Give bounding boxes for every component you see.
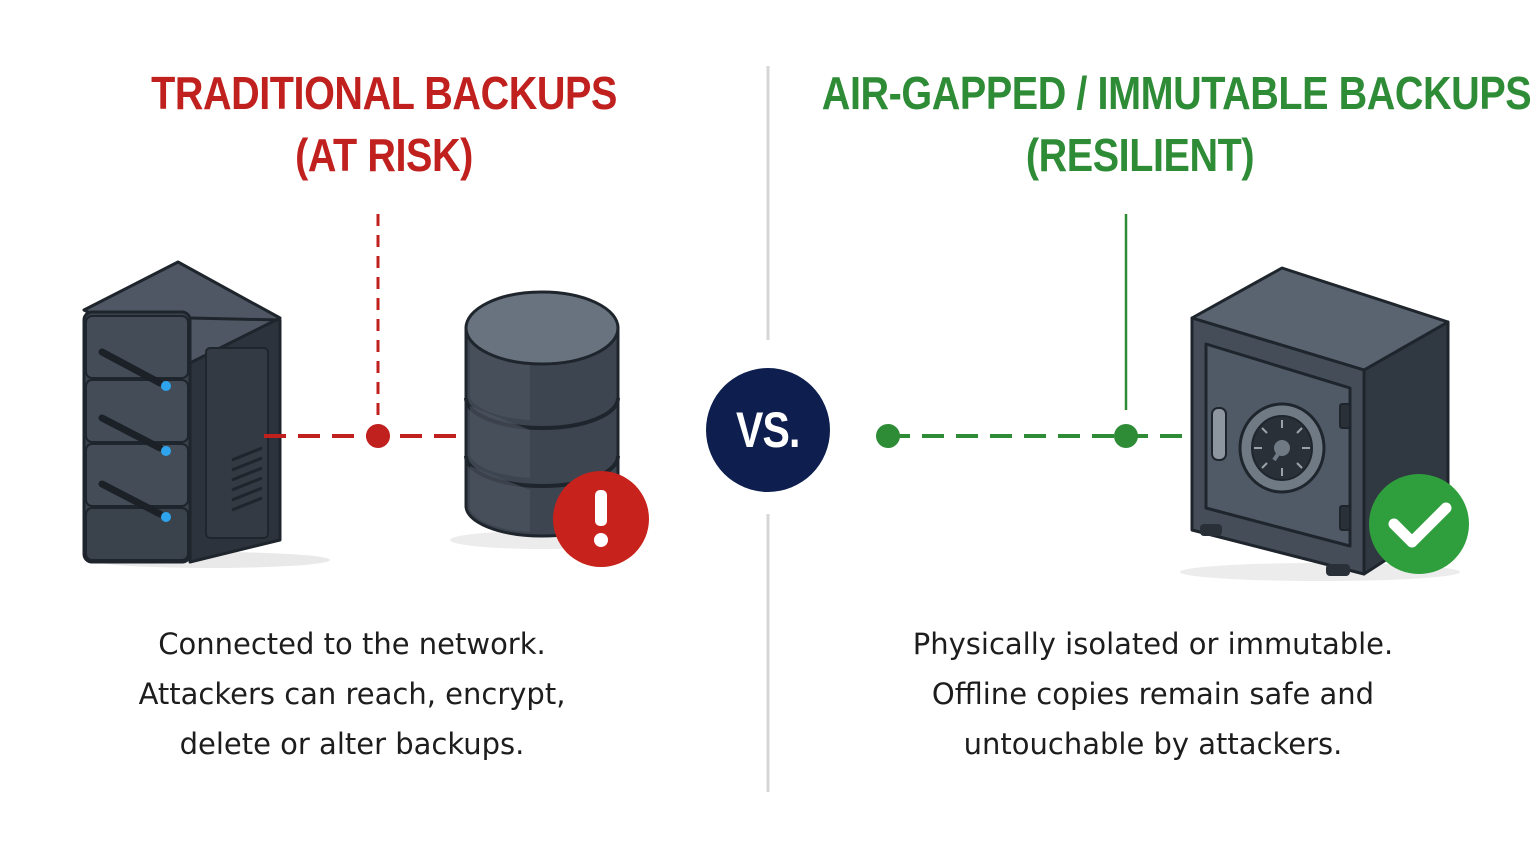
left-title-line-1: TRADITIONAL BACKUPS xyxy=(151,67,617,119)
right-air-gap-connection xyxy=(876,214,1190,448)
right-title-line-1: AIR-GAPPED / IMMUTABLE BACKUPS xyxy=(821,67,1532,119)
left-desc-line-1: Connected to the network. xyxy=(158,627,546,661)
right-desc-line-3: untouchable by attackers. xyxy=(963,727,1343,761)
right-title-line-2: (RESILIENT) xyxy=(1025,129,1255,181)
left-title-line-2: (AT RISK) xyxy=(295,129,473,181)
checkmark-icon xyxy=(1369,474,1469,574)
left-network-connection xyxy=(264,214,472,448)
right-desc-line-2: Offline copies remain safe and xyxy=(931,677,1375,711)
left-desc-line-2: Attackers can reach, encrypt, xyxy=(138,677,566,711)
vs-label: VS. xyxy=(736,402,800,458)
left-desc-line-3: delete or alter backups. xyxy=(179,727,525,761)
right-panel-title: AIR-GAPPED / IMMUTABLE BACKUPS (RESILIEN… xyxy=(821,62,1532,186)
right-panel-description: Physically isolated or immutable. Offlin… xyxy=(853,619,1453,769)
right-desc-line-1: Physically isolated or immutable. xyxy=(912,627,1394,661)
exclamation-icon xyxy=(553,471,649,567)
left-panel-description: Connected to the network. Attackers can … xyxy=(52,619,652,769)
server-rack-icon xyxy=(82,260,330,568)
left-panel-title: TRADITIONAL BACKUPS (AT RISK) xyxy=(126,62,642,186)
vs-badge: VS. xyxy=(706,368,830,492)
